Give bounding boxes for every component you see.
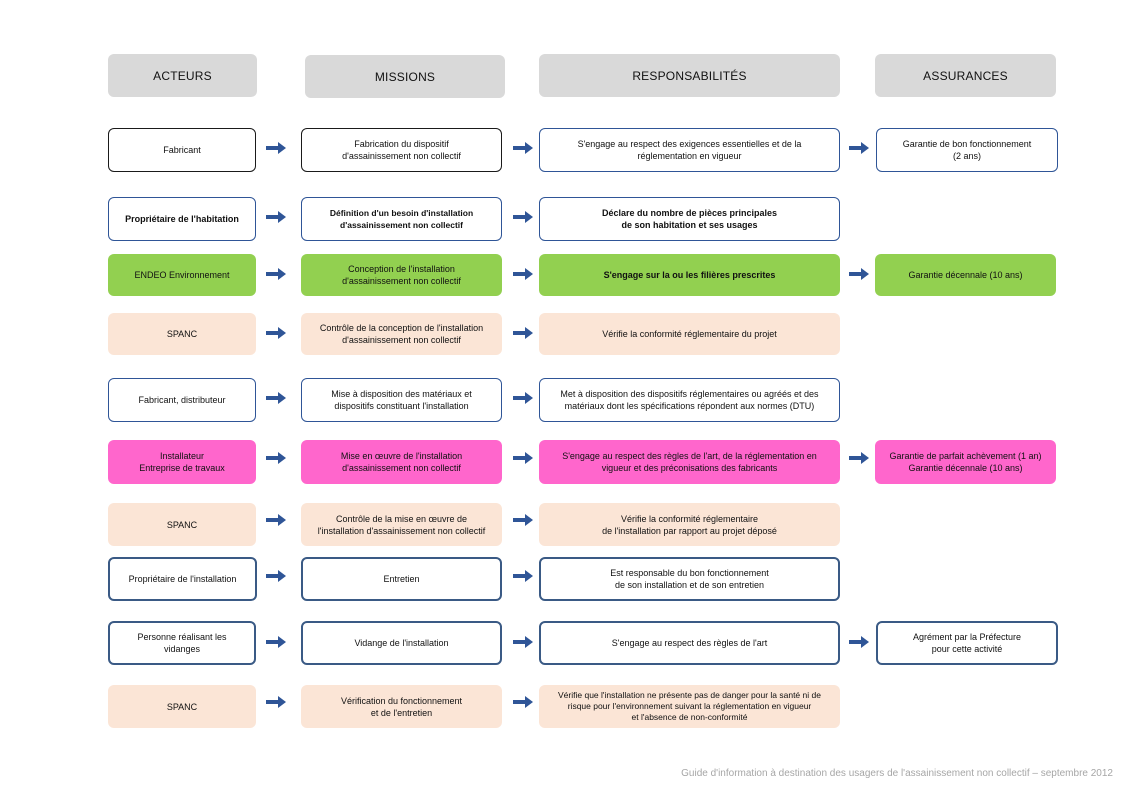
right-arrow-icon [266, 636, 286, 648]
responsabilite-box: Vérifie la conformité réglementaire de l… [539, 503, 840, 546]
mission-box: Conception de l'installation d'assainiss… [301, 254, 502, 296]
acteur-box: Personne réalisant les vidanges [108, 621, 256, 665]
right-arrow-icon [513, 142, 533, 154]
right-arrow-icon [513, 570, 533, 582]
right-arrow-icon [849, 142, 869, 154]
responsabilite-box: Vérifie la conformité réglementaire du p… [539, 313, 840, 355]
header-missions: MISSIONS [305, 55, 505, 98]
right-arrow-icon [266, 514, 286, 526]
responsabilite-box: Met à disposition des dispositifs réglem… [539, 378, 840, 422]
responsabilite-box: S'engage sur la ou les filières prescrit… [539, 254, 840, 296]
header-assurances: ASSURANCES [875, 54, 1056, 97]
assurance-box: Garantie de bon fonctionnement (2 ans) [876, 128, 1058, 172]
right-arrow-icon [849, 268, 869, 280]
mission-box: Vérification du fonctionnement et de l'e… [301, 685, 502, 728]
right-arrow-icon [266, 452, 286, 464]
responsabilite-box: Est responsable du bon fonctionnement de… [539, 557, 840, 601]
right-arrow-icon [849, 452, 869, 464]
right-arrow-icon [513, 327, 533, 339]
mission-box: Entretien [301, 557, 502, 601]
assurance-box: Garantie de parfait achèvement (1 an) Ga… [875, 440, 1056, 484]
responsabilite-box: S'engage au respect des règles de l'art [539, 621, 840, 665]
right-arrow-icon [266, 392, 286, 404]
right-arrow-icon [849, 636, 869, 648]
mission-box: Mise en œuvre de l'installation d'assain… [301, 440, 502, 484]
right-arrow-icon [513, 211, 533, 223]
acteur-box: SPANC [108, 503, 256, 546]
mission-box: Définition d'un besoin d'installation d'… [301, 197, 502, 241]
right-arrow-icon [513, 636, 533, 648]
acteur-box: SPANC [108, 313, 256, 355]
acteur-box: Propriétaire de l'installation [108, 557, 257, 601]
mission-box: Fabrication du dispositif d'assainisseme… [301, 128, 502, 172]
acteur-box: Fabricant, distributeur [108, 378, 256, 422]
right-arrow-icon [266, 327, 286, 339]
right-arrow-icon [513, 452, 533, 464]
right-arrow-icon [266, 268, 286, 280]
mission-box: Vidange de l'installation [301, 621, 502, 665]
header-acteurs: ACTEURS [108, 54, 257, 97]
assurance-box: Agrément par la Préfecture pour cette ac… [876, 621, 1058, 665]
right-arrow-icon [513, 696, 533, 708]
right-arrow-icon [266, 570, 286, 582]
footer-text: Guide d'information à destination des us… [681, 768, 1113, 779]
right-arrow-icon [513, 392, 533, 404]
responsabilite-box: Vérifie que l'installation ne présente p… [539, 685, 840, 728]
mission-box: Mise à disposition des matériaux et disp… [301, 378, 502, 422]
right-arrow-icon [266, 211, 286, 223]
mission-box: Contrôle de la conception de l'installat… [301, 313, 502, 355]
acteur-box: Propriétaire de l'habitation [108, 197, 256, 241]
responsabilite-box: S'engage au respect des exigences essent… [539, 128, 840, 172]
responsabilite-box: Déclare du nombre de pièces principales … [539, 197, 840, 241]
acteur-box: Fabricant [108, 128, 256, 172]
acteur-box: Installateur Entreprise de travaux [108, 440, 256, 484]
acteur-box: ENDEO Environnement [108, 254, 256, 296]
right-arrow-icon [513, 514, 533, 526]
acteur-box: SPANC [108, 685, 256, 728]
right-arrow-icon [513, 268, 533, 280]
responsabilite-box: S'engage au respect des règles de l'art,… [539, 440, 840, 484]
mission-box: Contrôle de la mise en œuvre de l'instal… [301, 503, 502, 546]
header-responsabilites: RESPONSABILITÉS [539, 54, 840, 97]
right-arrow-icon [266, 696, 286, 708]
right-arrow-icon [266, 142, 286, 154]
assurance-box: Garantie décennale (10 ans) [875, 254, 1056, 296]
